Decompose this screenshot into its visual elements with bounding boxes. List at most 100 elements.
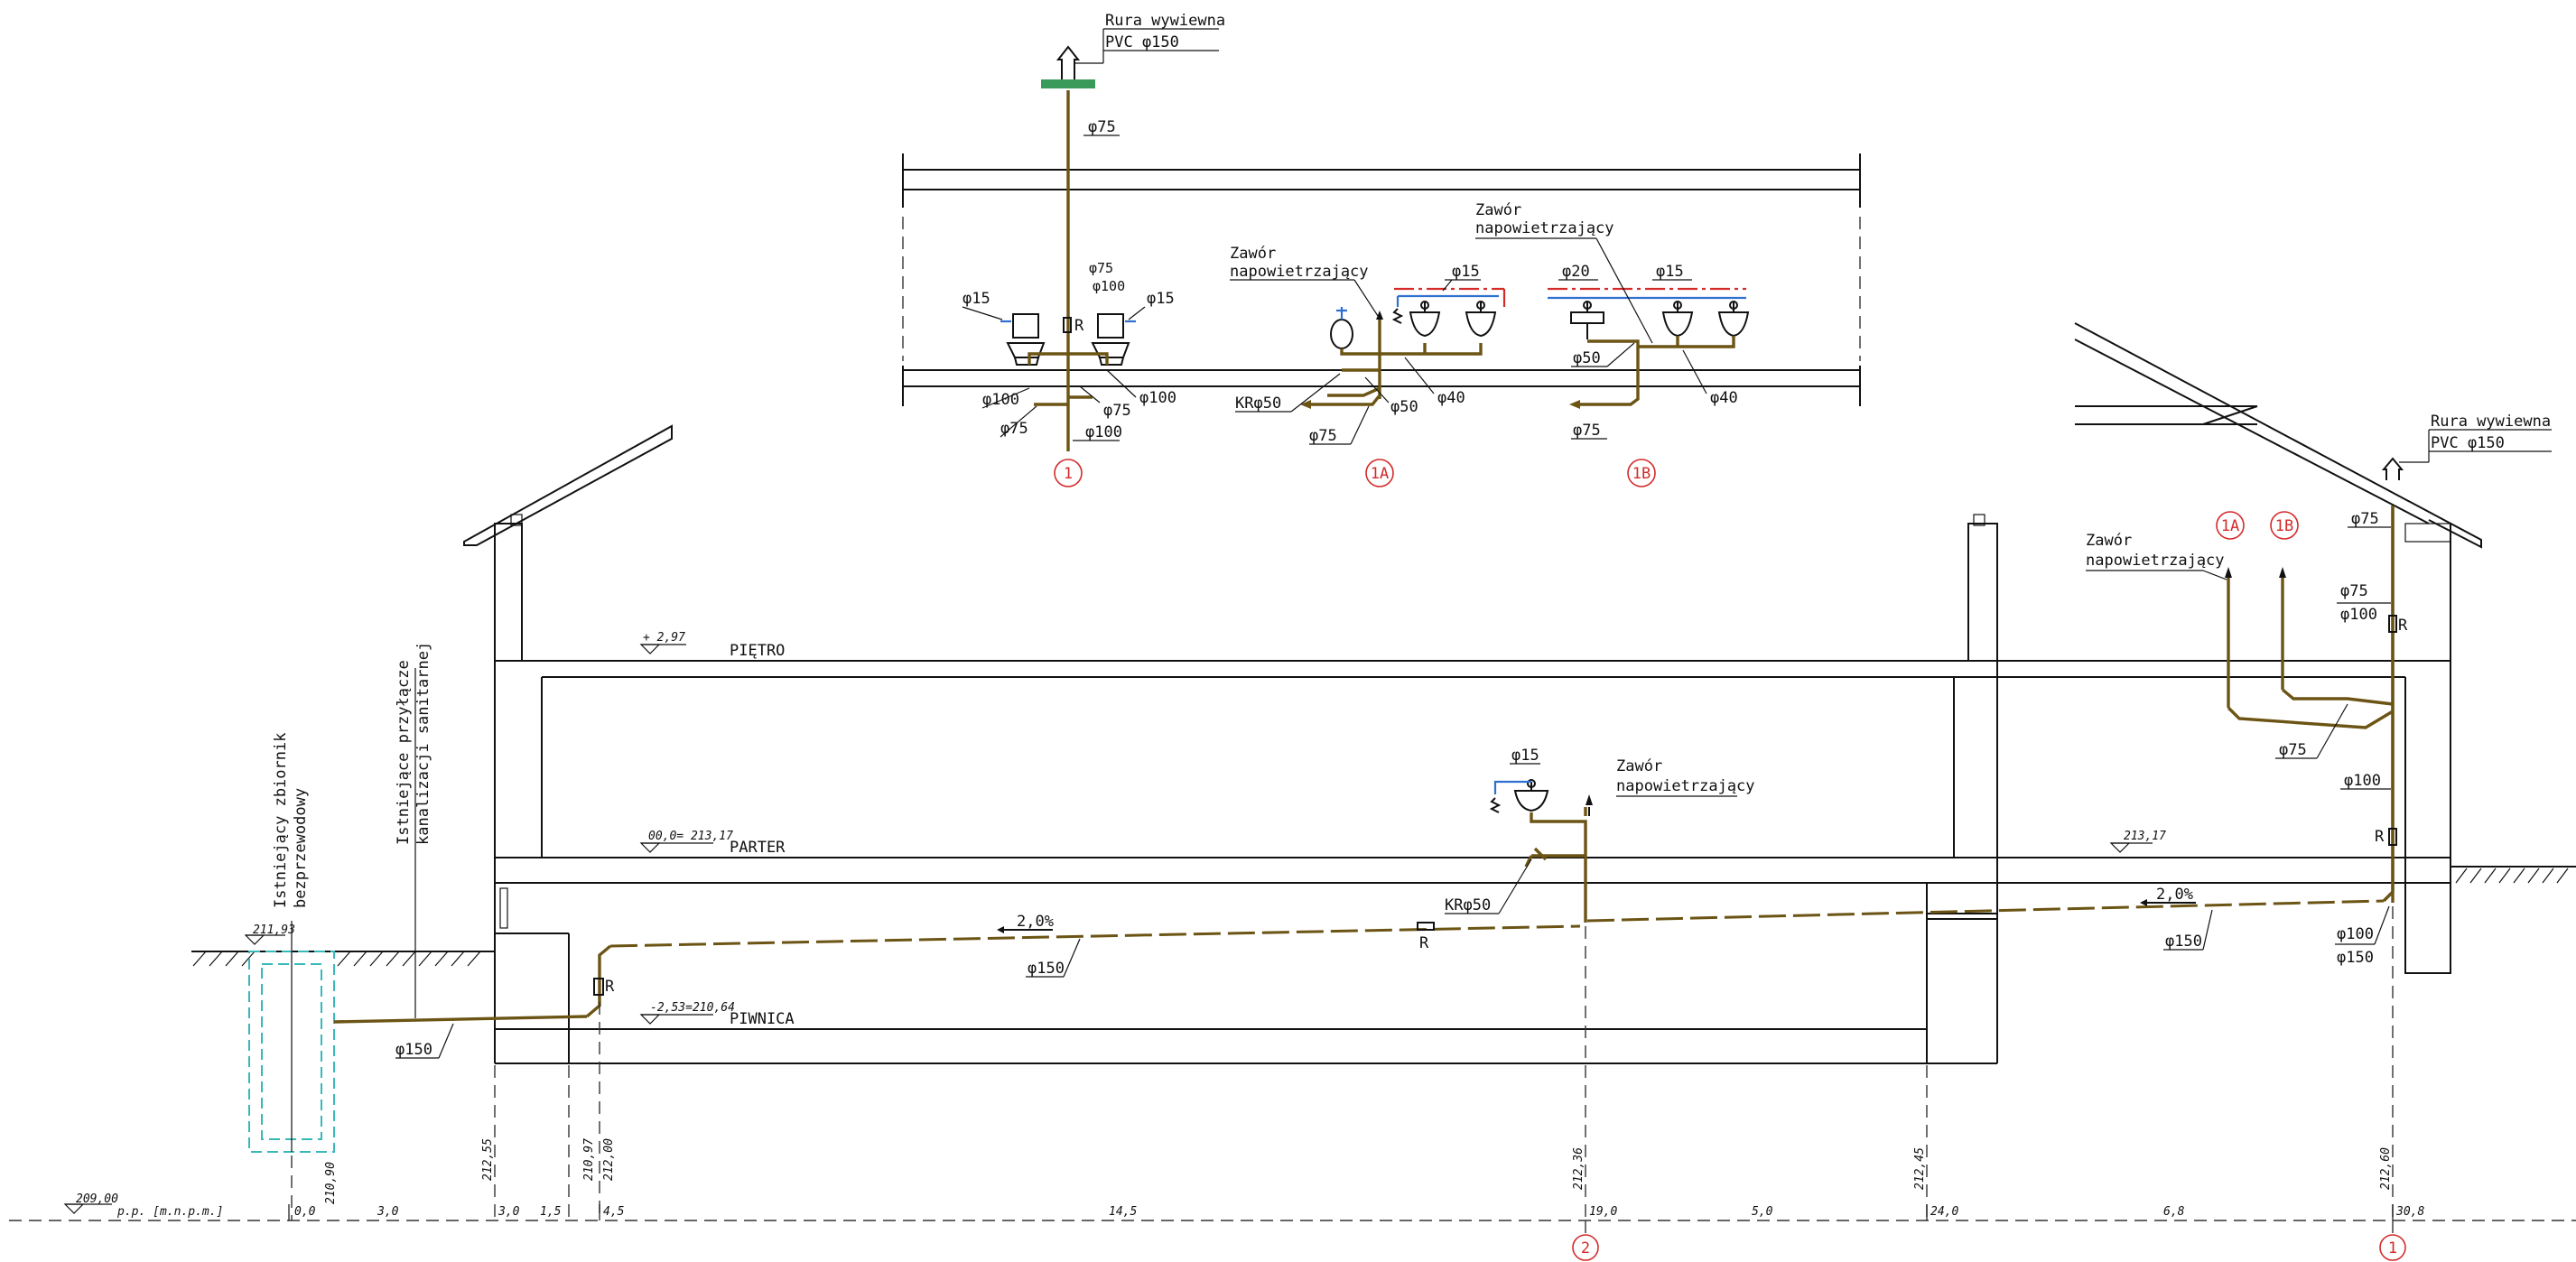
riser-marker-label: 1A — [1371, 465, 1389, 483]
vent-arrow-icon — [2381, 457, 2404, 480]
right-parapet — [1967, 523, 1998, 662]
dim-label: KRφ50 — [1235, 394, 1281, 413]
washbasin-icon — [1409, 301, 1497, 338]
riser-marker — [1365, 459, 1394, 487]
dim-label: φ75 — [1000, 420, 1028, 438]
vent-arrow-icon — [1056, 45, 1081, 79]
valve-label-1a: Zawór — [1230, 245, 1276, 263]
riser-marker-label: 1A — [2221, 517, 2239, 535]
right-vent-label-1: Rura wywiewna — [2431, 413, 2551, 431]
dim-label: φ150 — [2337, 949, 2374, 967]
dim-label: φ75 — [2340, 582, 2368, 600]
dim-label: φ150 — [2165, 933, 2202, 951]
valve-icon — [1391, 308, 1404, 324]
right-roof — [2074, 322, 2482, 549]
chainage-value: 4,5 — [603, 1205, 625, 1219]
dim-label: φ100 — [2344, 772, 2381, 790]
datum-value: 209,00 — [76, 1192, 118, 1206]
outlet-pipe — [333, 1015, 588, 1024]
level-marker-icon — [639, 644, 661, 654]
dim-label: φ100 — [2340, 606, 2377, 624]
dim-label: φ40 — [1710, 389, 1738, 407]
dim-label: φ15 — [963, 290, 990, 308]
vertical-level: 212,60 — [2379, 1147, 2393, 1190]
dim-label: φ75 — [1309, 427, 1337, 445]
dim-label: φ100 — [1093, 278, 1125, 294]
dim-label: φ75 — [1573, 422, 1601, 440]
existing-tank-label: bezprzewodowy — [292, 788, 310, 908]
valve-label-parter: Zawór — [1616, 757, 1662, 775]
dim-label: φ100 — [2337, 925, 2374, 943]
valve-label-1a: napowietrzający — [1230, 263, 1369, 281]
riser-marker-label: 1 — [2388, 1239, 2397, 1257]
slope-arrow-icon — [2140, 899, 2147, 906]
arrow-up-icon — [1586, 794, 1593, 805]
dim-label: R — [1074, 317, 1084, 335]
cleanout-icon — [2388, 615, 2397, 633]
dim-label: φ100 — [1085, 423, 1122, 441]
riser-marker-label: 1B — [1632, 465, 1651, 483]
washbasin-icon — [1570, 301, 1750, 339]
datum-label: p.p. [m.n.p.m.] — [116, 1205, 223, 1219]
chainage-value: 0,0 — [294, 1205, 316, 1219]
vertical-level: 212,00 — [602, 1138, 616, 1181]
dim-label: KRφ50 — [1445, 896, 1491, 914]
chainage-value: 6,8 — [2163, 1205, 2185, 1219]
upper-detail: Rura wywiewna PVC φ150 φ75 φ75 φ100 R φ1… — [902, 12, 1861, 487]
chainage-value: 5,0 — [1752, 1205, 1773, 1219]
chainage-value: 24,0 — [1930, 1205, 1958, 1219]
dim-label: φ50 — [1573, 349, 1601, 367]
riser-marker — [2270, 511, 2299, 540]
left-roof — [463, 424, 673, 546]
dim-label: φ75 — [1088, 118, 1116, 136]
chainage-axis: 209,00 p.p. [m.n.p.m.] 210,90 212,55 210… — [9, 906, 2576, 1261]
level-label: + 2,97 — [643, 631, 685, 645]
floor-label-pietro: PIĘTRO — [730, 642, 785, 660]
valve-label-1b: Zawór — [1475, 201, 1521, 219]
right-vent-label-2: PVC φ150 — [2431, 434, 2505, 452]
arrow-up-icon — [2279, 567, 2286, 578]
dim-label: φ100 — [1139, 389, 1176, 407]
level-label: 00,0= 213,17 — [648, 830, 733, 843]
wc-branch-pipe — [1028, 352, 1109, 365]
dim-label: R — [2398, 617, 2408, 635]
existing-connection-label: Istniejące przyłącze — [395, 660, 413, 845]
existing-tank-label: Istniejący zbiornik — [272, 733, 290, 908]
chainage-value: 3,0 — [498, 1205, 520, 1219]
vertical-level: 212,36 — [1572, 1147, 1586, 1190]
dim-label: R — [1419, 934, 1429, 952]
dim-label: φ15 — [1511, 747, 1539, 765]
level-marker-icon — [639, 842, 661, 853]
chainage-value: 3,0 — [377, 1205, 399, 1219]
top-vent-label-1: Rura wywiewna — [1105, 12, 1225, 30]
dim-label: R — [2375, 828, 2385, 846]
riser-marker-label: 1B — [2275, 517, 2293, 535]
washbasin-icon — [1513, 779, 1549, 812]
vertical-level: 212,45 — [1913, 1147, 1927, 1190]
valve-label-right: Zawór — [2086, 532, 2132, 550]
valve-label-1b: napowietrzający — [1475, 219, 1614, 237]
level-label: 213,17 — [2124, 830, 2166, 843]
slope-label: 2,0% — [1017, 913, 1054, 931]
building-section: + 2,97 PIĘTRO 00,0= 213,17 PARTER 213,17… — [191, 322, 2576, 1153]
slope-label: 2,0% — [2156, 886, 2193, 904]
chainage-value: 14,5 — [1109, 1205, 1137, 1219]
riser-marker — [2216, 511, 2245, 540]
vertical-level: 210,90 — [324, 1162, 338, 1204]
dim-label: φ150 — [1028, 960, 1065, 978]
cleanout-icon — [2388, 828, 2397, 846]
dim-label: φ15 — [1656, 263, 1684, 281]
dim-label: φ75 — [1089, 260, 1113, 276]
roof-vent-cap — [1041, 79, 1095, 88]
existing-connection-label: kanalizacji sanitarnej — [414, 642, 432, 845]
valve-label-parter: napowietrzający — [1616, 777, 1755, 795]
cleanout-icon — [1063, 317, 1072, 333]
vertical-level: 210,97 — [582, 1138, 596, 1181]
dim-label: φ75 — [2279, 741, 2307, 759]
dim-label: φ20 — [1562, 263, 1590, 281]
level-marker-icon — [639, 1014, 661, 1025]
level-label: -2,53=210,64 — [650, 1001, 735, 1015]
chainage-value: 30,8 — [2395, 1205, 2424, 1219]
dim-label: φ75 — [1103, 402, 1131, 420]
